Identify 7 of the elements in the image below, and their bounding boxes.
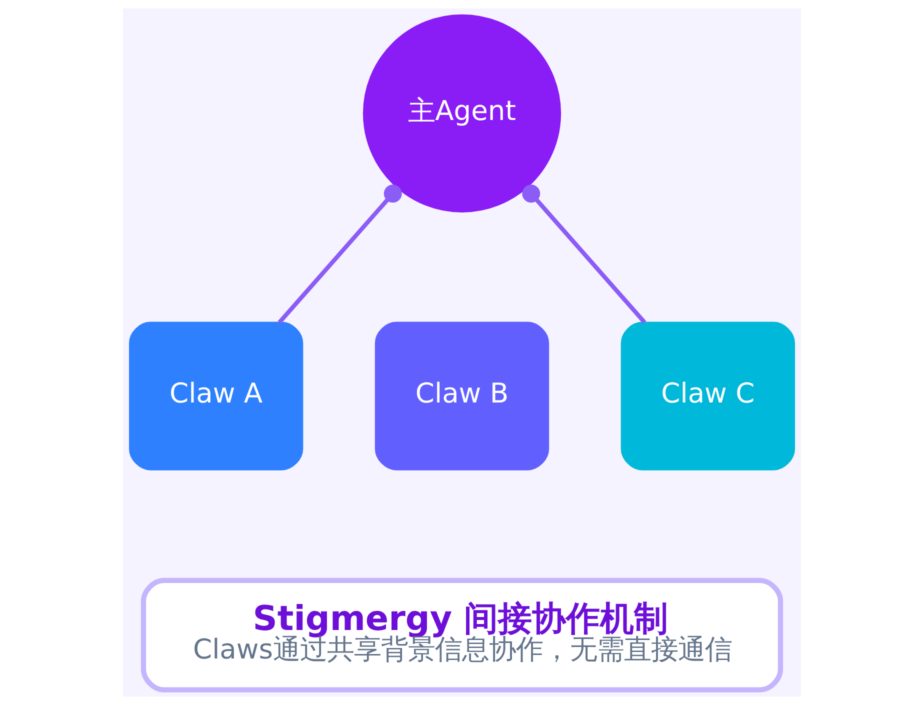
node-box: Claw C — [620, 322, 795, 470]
node-box: Stigmergy 间接协作机制 Claws通过共享背景信息协作，无需直接通信 — [140, 578, 783, 692]
connector — [522, 184, 646, 324]
node-circle: 主Agent — [362, 14, 561, 212]
node-box: Claw B — [374, 322, 549, 470]
connector — [277, 184, 402, 324]
node-box: Claw A — [128, 322, 303, 470]
